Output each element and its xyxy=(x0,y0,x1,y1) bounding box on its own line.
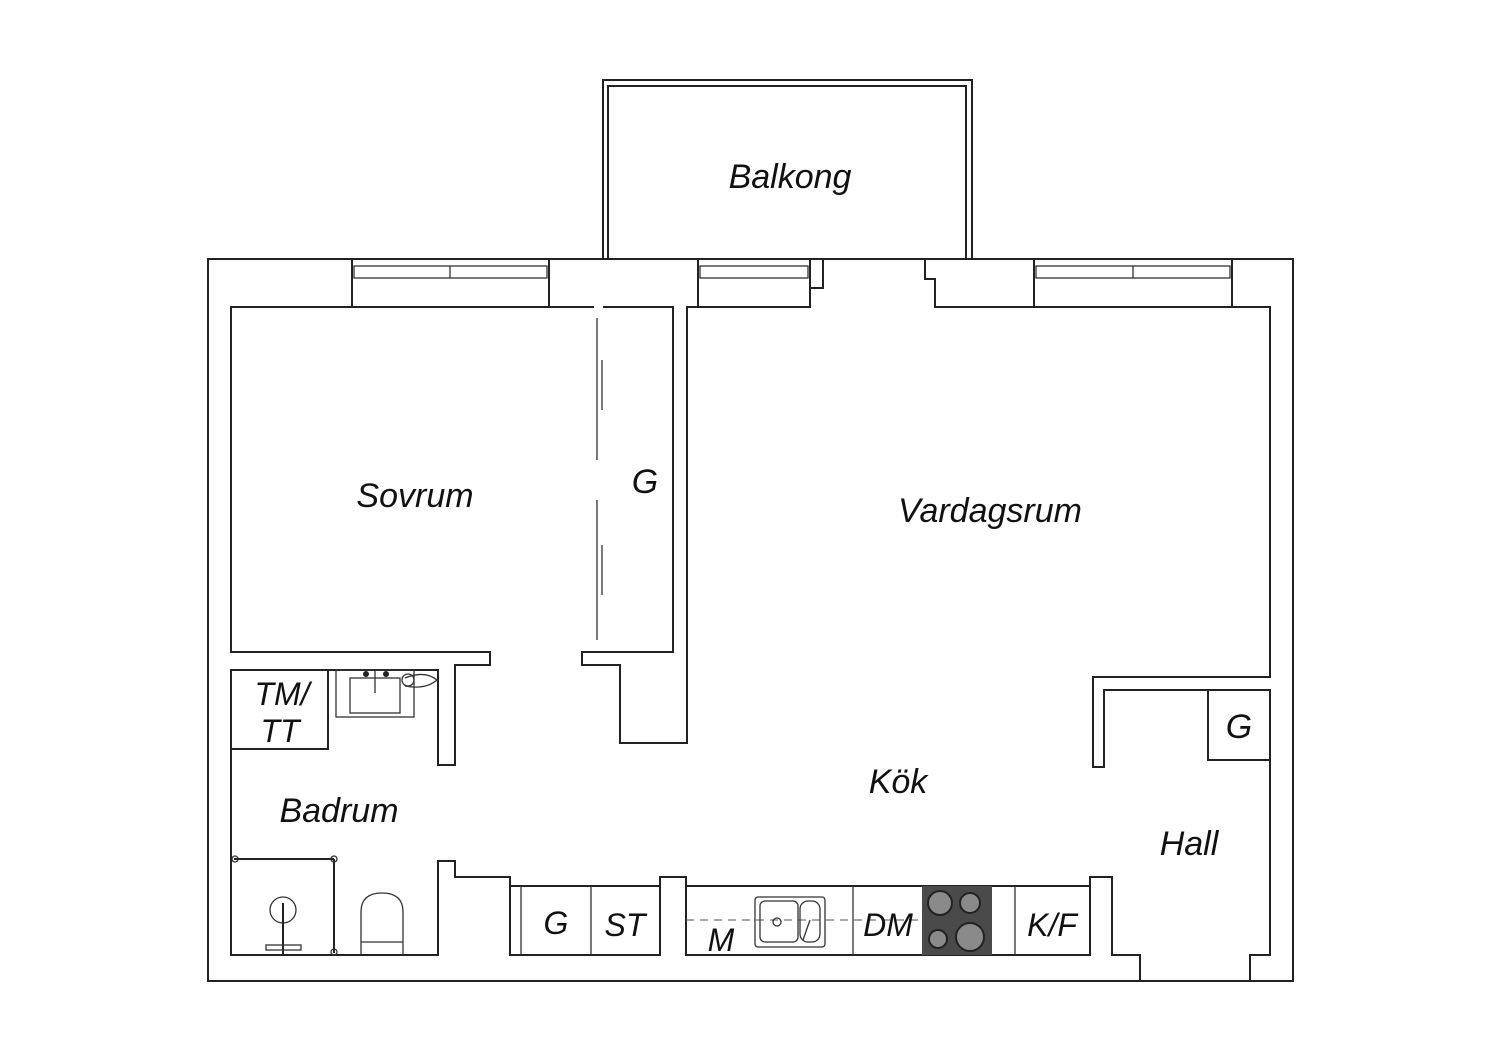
kitchen-sink-icon xyxy=(754,896,826,948)
room-label-hall-garderob: G xyxy=(1226,708,1252,746)
balcony xyxy=(602,79,973,259)
room-label-sovrum: Sovrum xyxy=(356,477,473,515)
room-label-garderob: G xyxy=(632,463,658,501)
closet-doors xyxy=(596,318,603,640)
windows xyxy=(351,258,1233,308)
microwave-label: M xyxy=(708,922,735,958)
dryer-label: TT xyxy=(260,713,302,749)
washer-label: TM/ xyxy=(254,676,312,712)
room-label-balkong: Balkong xyxy=(729,158,852,196)
kitchen-cabinet-label: G xyxy=(544,905,569,941)
room-label-badrum: Badrum xyxy=(279,792,398,830)
interior-walls xyxy=(230,259,1271,981)
room-label-kok: Kök xyxy=(869,763,930,801)
washing-machine xyxy=(230,669,329,750)
sink-icon xyxy=(335,669,439,718)
room-label-vardagsrum: Vardagsrum xyxy=(898,492,1082,530)
outer-wall xyxy=(207,258,1294,982)
oven-label: ST xyxy=(605,907,648,943)
hall-wardrobe xyxy=(1207,689,1271,761)
shower-icon xyxy=(231,855,338,956)
dishwasher-label: DM xyxy=(863,907,913,943)
fridge-freezer-label: K/F xyxy=(1027,907,1079,943)
toilet-icon xyxy=(360,892,404,955)
stove-icon xyxy=(922,886,992,955)
room-label-hall: Hall xyxy=(1160,825,1220,863)
